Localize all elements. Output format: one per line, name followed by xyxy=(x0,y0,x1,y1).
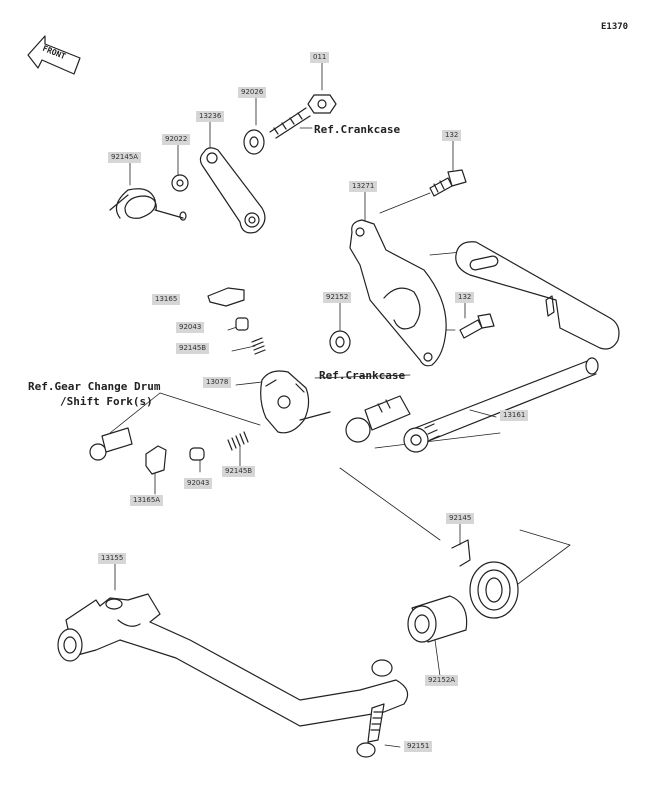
stud-92026-icon xyxy=(243,107,311,155)
part-label[interactable]: 92043 xyxy=(184,478,213,489)
part-label[interactable]: 92145 xyxy=(446,513,475,524)
part-label[interactable]: 92152 xyxy=(323,292,352,303)
shift-pedal-13155-icon xyxy=(57,593,409,727)
part-label[interactable]: 92043 xyxy=(176,322,205,333)
pawl-13165-icon xyxy=(207,287,245,307)
pin-92043-bottom-icon xyxy=(189,447,205,461)
front-arrow-icon xyxy=(27,35,81,75)
spring-92145B-top-icon xyxy=(251,337,266,355)
part-label[interactable]: 011 xyxy=(310,52,330,63)
nut-011-icon xyxy=(307,94,337,114)
part-label[interactable]: 13236 xyxy=(196,111,225,122)
pin-92043-top-icon xyxy=(235,317,249,331)
stud-gear-change-drum-icon xyxy=(89,427,133,461)
ref-shift-fork: /Shift Fork(s) xyxy=(60,395,153,408)
leader-lines xyxy=(109,61,571,748)
part-label[interactable]: 13078 xyxy=(203,377,232,388)
ref-crankcase-bottom: Ref.Crankcase xyxy=(319,369,406,382)
pawl-13165A-icon xyxy=(145,445,167,475)
collar-92152A-icon xyxy=(407,595,468,643)
part-label[interactable]: 13165 xyxy=(152,294,181,305)
part-label[interactable]: 13155 xyxy=(98,553,127,564)
plate-13271-icon xyxy=(349,219,447,367)
part-label[interactable]: 132 xyxy=(455,292,475,303)
part-label[interactable]: 13165A xyxy=(130,495,164,506)
part-label[interactable]: 92026 xyxy=(238,87,267,98)
part-label[interactable]: 13271 xyxy=(349,181,378,192)
part-label[interactable]: 92152A xyxy=(425,675,459,686)
washer-92022-icon xyxy=(171,174,189,192)
ref-gear-change-drum: Ref.Gear Change Drum xyxy=(28,380,161,393)
bolt-92151-icon xyxy=(356,703,385,758)
spring-92145-icon xyxy=(451,539,519,619)
part-label[interactable]: 92145A xyxy=(108,152,142,163)
part-label[interactable]: 92022 xyxy=(162,134,191,145)
link-arm-13236-icon xyxy=(199,147,266,234)
part-label[interactable]: 92151 xyxy=(404,741,433,752)
bolt-132-top-icon xyxy=(429,169,467,197)
part-label[interactable]: 92145B xyxy=(176,343,210,354)
spring-92145A-icon xyxy=(109,188,187,221)
part-label[interactable]: 92145B xyxy=(222,466,256,477)
ref-crankcase-top: Ref.Crankcase xyxy=(314,123,401,136)
part-label[interactable]: 132 xyxy=(442,130,462,141)
bolt-132-middle-icon xyxy=(459,313,495,339)
spring-92145B-bottom-icon xyxy=(227,431,249,451)
washer-92152-icon xyxy=(329,330,351,354)
ratchet-13078-icon xyxy=(260,370,331,434)
part-label[interactable]: 13161 xyxy=(500,410,529,421)
stud-crankcase-icon xyxy=(345,395,411,443)
diagram-code: E1370 xyxy=(601,22,629,32)
